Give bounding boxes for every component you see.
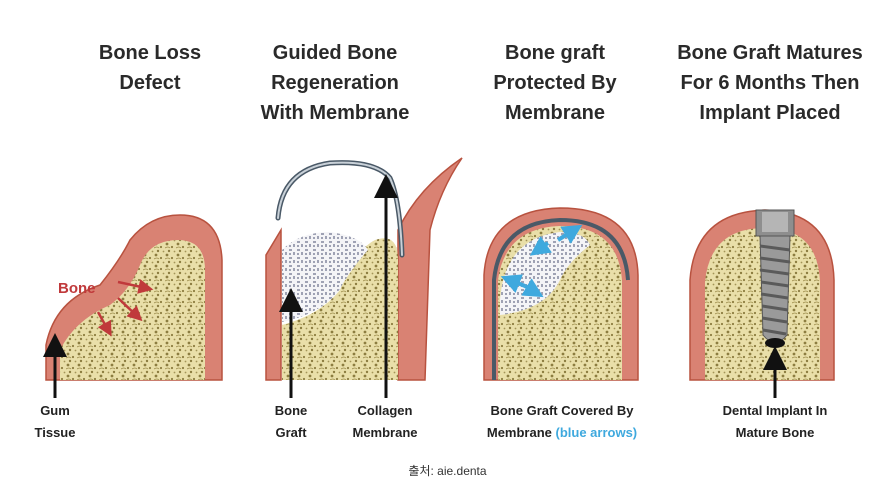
label-collagen-membrane-line1: Collagen xyxy=(357,403,413,418)
panel2-title-line3: With Membrane xyxy=(260,102,410,124)
label-dental-implant: Dental Implant In Mature Bone xyxy=(700,400,850,444)
label-collagen-membrane-line2: Membrane xyxy=(352,425,418,440)
panel4-title-line1: Bone Graft Matures xyxy=(677,42,863,64)
panel4-title: Bone Graft Matures For 6 Months Then Imp… xyxy=(655,38,885,128)
panel3-title: Bone graft Protected By Membrane xyxy=(470,38,640,128)
label-blue-arrows: (blue arrows) xyxy=(555,425,638,440)
diagram-art xyxy=(43,157,835,398)
panel1-red-arrow xyxy=(96,311,112,337)
label-dental-implant-line1: Dental Implant In xyxy=(722,403,828,418)
panel2-graft xyxy=(282,232,368,322)
panel2-title-line2: Regeneration xyxy=(271,72,399,94)
panel1-title: Bone Loss Defect xyxy=(70,38,230,98)
panel4-title-line3: Implant Placed xyxy=(699,102,841,124)
label-graft-covered-line2: Membrane (blue arrows) xyxy=(462,422,662,444)
panel3-blue-arrow xyxy=(556,224,583,244)
panel3-illustration xyxy=(483,207,639,381)
label-bone-graft-line1: Bone xyxy=(274,403,308,418)
label-bone-graft-line2: Graft xyxy=(275,425,307,440)
panel1-red-arrow xyxy=(117,297,143,322)
panel1-title-line2: Defect xyxy=(119,72,181,94)
label-membrane-word: Membrane xyxy=(486,425,552,440)
panel3-blue-arrow xyxy=(529,236,552,256)
panel2-illustration xyxy=(265,157,463,398)
panel3-title-line1: Bone graft xyxy=(505,42,605,64)
label-graft-covered: Bone Graft Covered By Membrane (blue arr… xyxy=(462,400,662,444)
label-gum-tissue: Gum Tissue xyxy=(20,400,90,444)
label-gum-tissue-line2: Tissue xyxy=(34,425,76,440)
panel2-gum-left xyxy=(265,227,282,381)
panel2-title: Guided Bone Regeneration With Membrane xyxy=(235,38,435,128)
panel3-membrane xyxy=(492,217,630,380)
label-graft-covered-line1: Bone Graft Covered By xyxy=(490,403,634,418)
implant-icon xyxy=(755,209,795,348)
panel3-title-line3: Membrane xyxy=(504,102,606,124)
panel1-title-line1: Bone Loss xyxy=(98,42,202,64)
bone-label: Bone xyxy=(58,280,96,297)
panel3-blue-arrow xyxy=(521,278,544,298)
panel1-red-arrow xyxy=(117,279,154,294)
panel2-gum-right xyxy=(397,157,463,381)
panel2-bone xyxy=(282,238,398,380)
panel4-title-line2: For 6 Months Then xyxy=(680,72,860,94)
label-dental-implant-line2: Mature Bone xyxy=(735,425,815,440)
panel1-illustration xyxy=(43,214,223,398)
label-collagen-membrane: Collagen Membrane xyxy=(340,400,430,444)
panel4-illustration xyxy=(689,209,835,398)
label-gum-tissue-line1: Gum xyxy=(40,403,70,418)
label-bone-graft: Bone Graft xyxy=(256,400,326,444)
panel2-title-line1: Guided Bone xyxy=(272,42,398,64)
panel3-title-line2: Protected By xyxy=(493,72,617,94)
source-caption: 출처: aie.denta xyxy=(408,464,487,478)
